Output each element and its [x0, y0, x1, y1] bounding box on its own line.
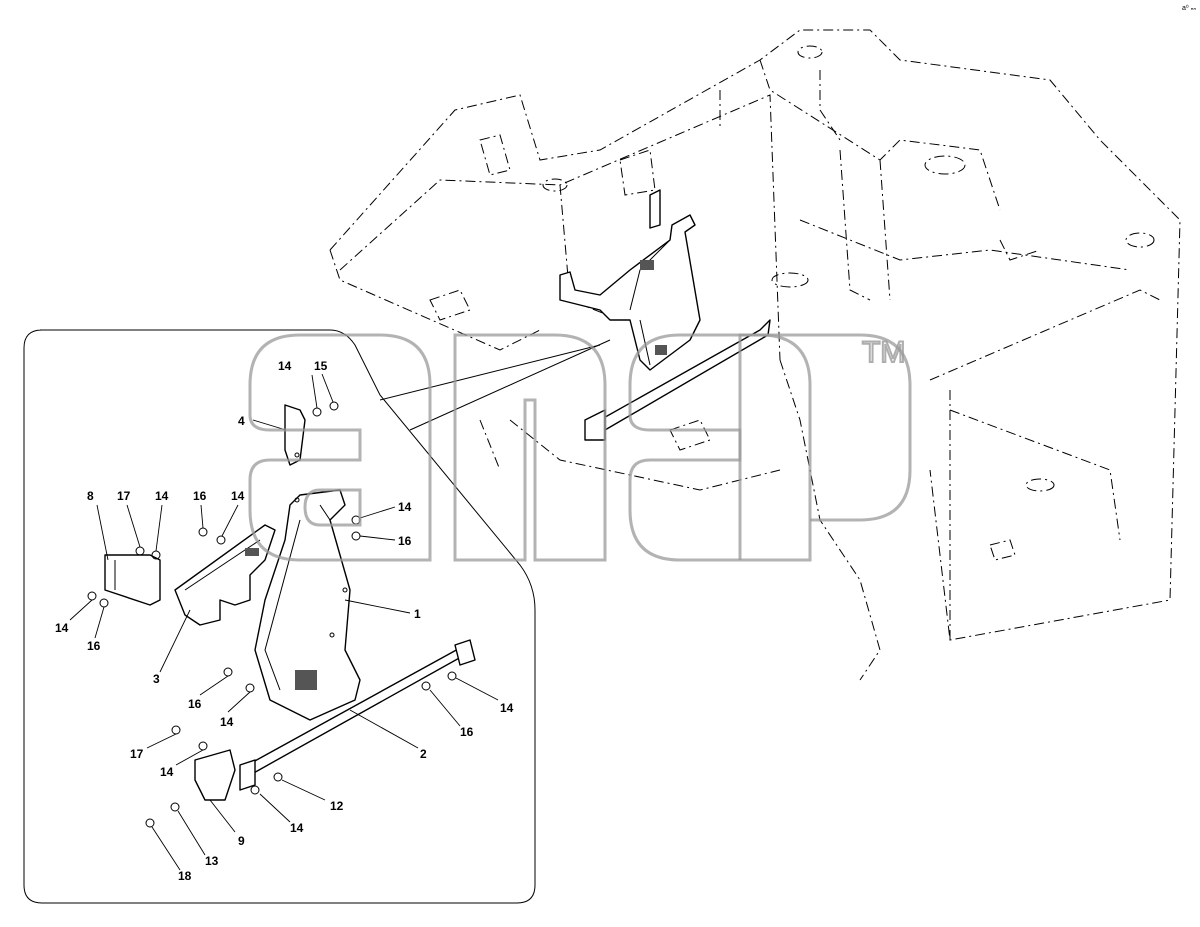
callout-15: 15 [314, 359, 328, 373]
callout-2: 2 [420, 747, 427, 761]
callout-labels: 1 2 3 4 8 9 12 13 14 14 14 14 14 14 14 1… [55, 359, 514, 883]
callout-3: 3 [153, 672, 160, 686]
watermark-logo: TM [248, 333, 912, 562]
callout-8: 8 [87, 489, 94, 503]
part-1-main-panel [254, 489, 361, 721]
callout-14: 14 [55, 621, 69, 635]
part-3-side-cover [174, 524, 276, 626]
callout-14: 14 [220, 715, 234, 729]
detail-view-border [23, 329, 611, 904]
installed-panel-assembly [559, 189, 771, 441]
leader-lines [69, 373, 499, 871]
callout-14: 14 [398, 500, 412, 514]
callout-12: 12 [330, 799, 344, 813]
callout-16: 16 [460, 725, 474, 739]
callout-17: 17 [130, 747, 144, 761]
callout-18: 18 [178, 869, 192, 883]
watermark-tm: TM [862, 336, 905, 369]
callout-16: 16 [87, 639, 101, 653]
callout-14: 14 [160, 765, 174, 779]
callout-17: 17 [117, 489, 131, 503]
callout-14: 14 [500, 701, 514, 715]
callout-14: 14 [155, 489, 169, 503]
callout-9: 9 [238, 834, 245, 848]
callout-16: 16 [398, 534, 412, 548]
part-2-support-bar [239, 639, 476, 791]
callout-16: 16 [188, 697, 202, 711]
callout-4: 4 [238, 414, 245, 428]
part-4-small-bracket [284, 404, 306, 466]
callout-1: 1 [414, 607, 421, 621]
callout-14: 14 [290, 821, 304, 835]
part-9-lower-bracket [194, 749, 236, 801]
callout-14: 14 [231, 489, 245, 503]
part-8-left-bracket [104, 554, 161, 606]
callout-14: 14 [278, 359, 292, 373]
callout-16: 16 [193, 489, 207, 503]
machine-frame [329, 29, 1181, 681]
callout-13: 13 [205, 854, 219, 868]
part-1-vent-hatch [295, 670, 317, 690]
corner-mark: a⁰ ₙₙ [1182, 4, 1196, 12]
